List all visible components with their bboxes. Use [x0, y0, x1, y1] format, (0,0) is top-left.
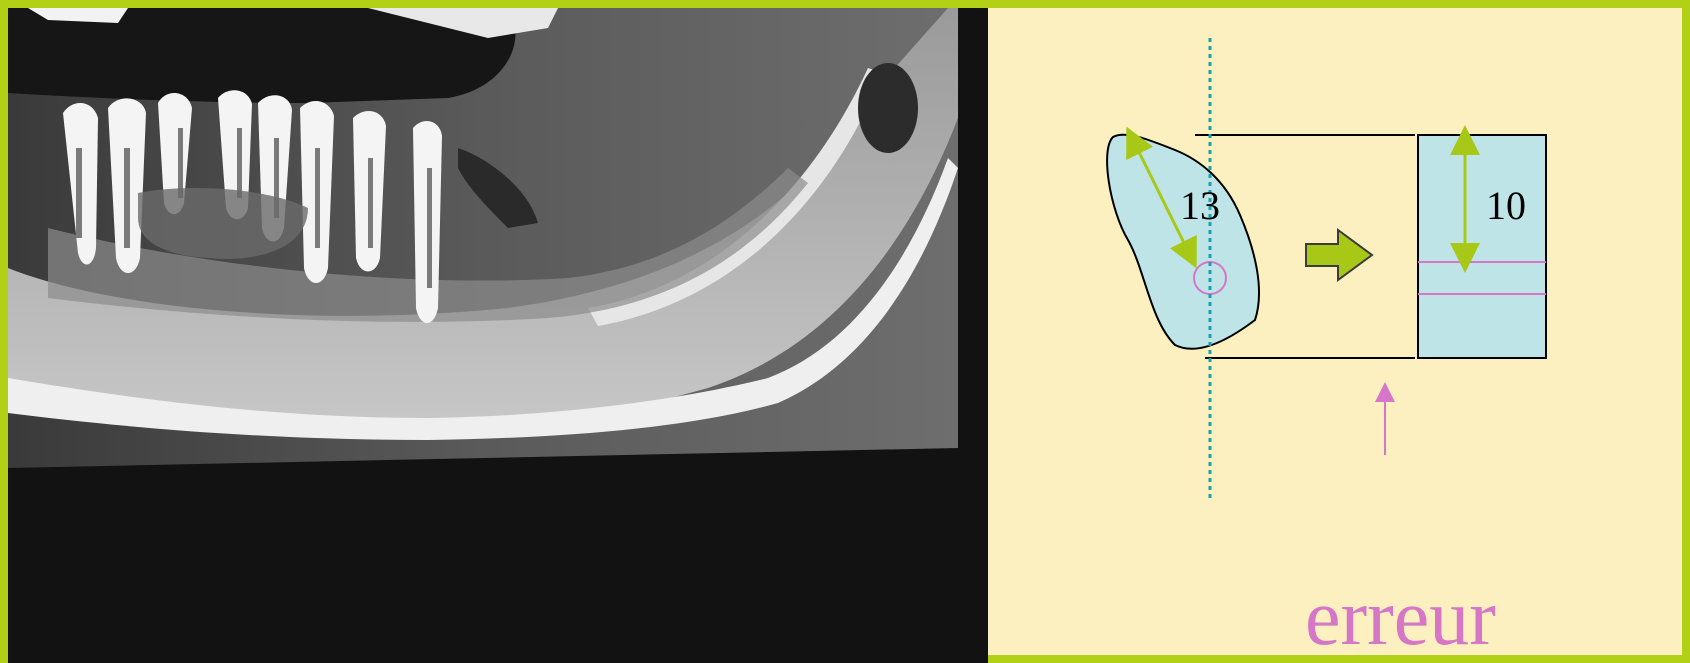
oblique-measure-label: 13: [1180, 186, 1220, 226]
corrected-bone-section: [1418, 135, 1546, 358]
error-label: erreur: [1305, 578, 1496, 658]
vertical-measure-label: 10: [1486, 186, 1526, 226]
transform-arrow-icon: [1306, 230, 1372, 280]
